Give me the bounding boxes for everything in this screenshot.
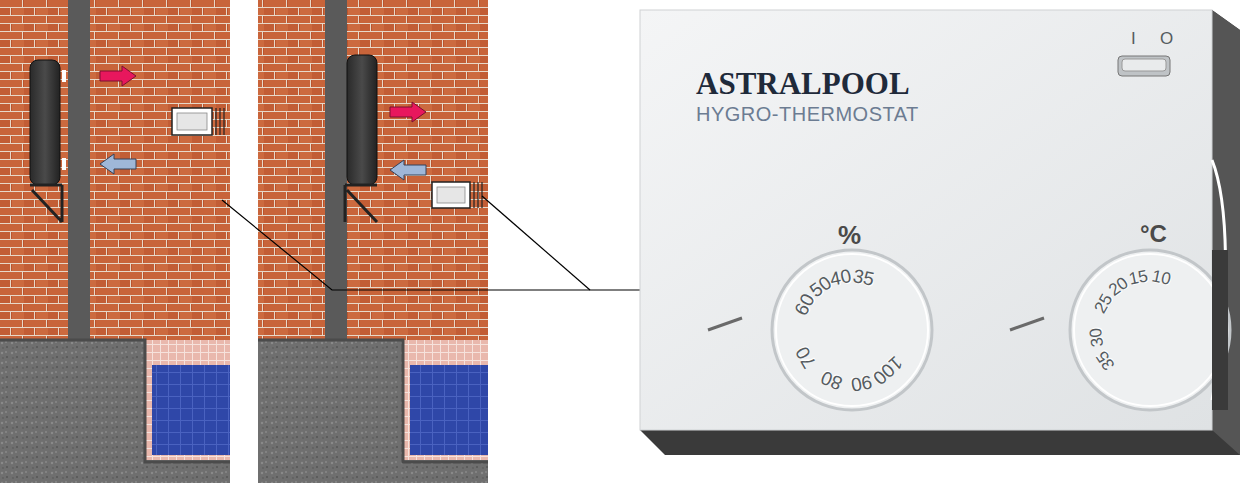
leader-line: [222, 200, 640, 290]
wall-section: [258, 0, 488, 483]
dial-scale-number: 10: [1150, 267, 1172, 288]
unit-symbol: °C: [1140, 222, 1167, 246]
switch-mark: O: [1160, 30, 1173, 47]
thermostat-face: ASTRALPOOL HYGRO-THERMOSTAT: [640, 10, 1212, 430]
product-name: HYGRO-THERMOSTAT: [696, 104, 919, 124]
dial-scale-number: 30: [1087, 327, 1106, 348]
unit-symbol: %: [838, 222, 861, 248]
dial-scale-number: 35: [851, 266, 876, 289]
brand-name: ASTRALPOOL: [696, 68, 910, 99]
rocker-switch: [1118, 56, 1170, 76]
switch-mark: I: [1131, 30, 1136, 47]
dial-scale-number: 90: [849, 372, 873, 394]
dial: [708, 250, 932, 410]
thermostat-housing: [640, 10, 1240, 455]
dial-scale-number: 15: [1128, 267, 1150, 288]
wall-section: [0, 0, 230, 483]
dial: [1010, 250, 1230, 410]
leader-line: [482, 196, 590, 290]
